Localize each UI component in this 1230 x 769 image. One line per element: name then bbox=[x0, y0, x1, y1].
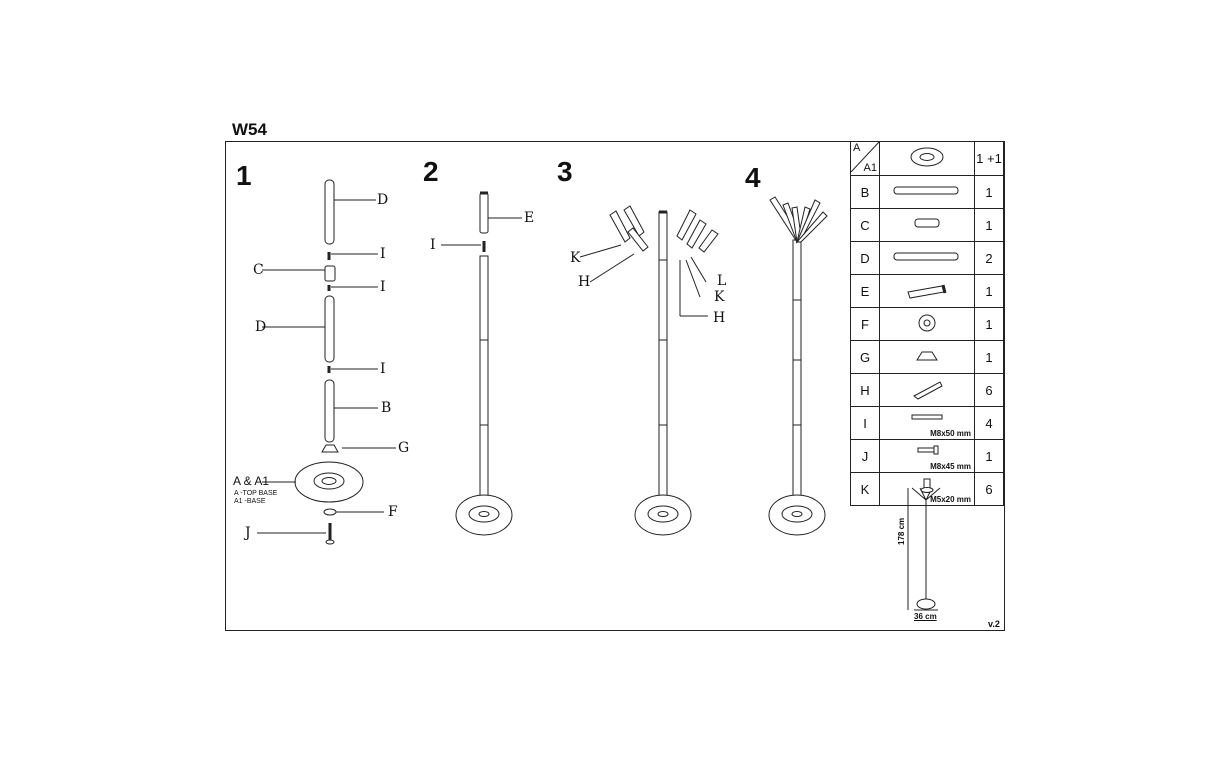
part-qty: 4 bbox=[974, 406, 1004, 440]
connector-icon bbox=[914, 218, 940, 228]
label-i-1: I bbox=[380, 246, 386, 262]
part-letter: G bbox=[850, 340, 880, 374]
bolt-icon bbox=[917, 445, 939, 455]
parts-row-b: B 1 bbox=[850, 175, 1004, 209]
foot-cap-icon bbox=[916, 351, 938, 361]
part-spec: M8x50 mm bbox=[930, 429, 971, 438]
part-letter: H bbox=[850, 373, 880, 407]
assembly-frame bbox=[225, 141, 1005, 631]
label-i-3: I bbox=[380, 361, 386, 377]
label-a-top-base: A -TOP BASE bbox=[234, 490, 278, 497]
label-a-a1: A & A1 bbox=[233, 474, 270, 488]
parts-table-header: A A1 1 +1 bbox=[850, 141, 1004, 176]
part-letter: D bbox=[850, 241, 880, 275]
label-f: F bbox=[388, 504, 398, 520]
step-number-3: 3 bbox=[557, 156, 573, 187]
label-g: G bbox=[398, 440, 410, 456]
label-d-mid: D bbox=[255, 319, 267, 335]
part-letter: C bbox=[850, 208, 880, 242]
tube-long-icon bbox=[893, 186, 959, 195]
part-qty: 1 bbox=[974, 175, 1004, 209]
part-e-image bbox=[879, 274, 975, 308]
part-spec: M5x20 mm bbox=[930, 495, 971, 504]
base-icon bbox=[910, 147, 944, 167]
part-i-image: M8x50 mm bbox=[879, 406, 975, 440]
part-a-image bbox=[879, 141, 975, 176]
label-k-right: K bbox=[714, 289, 725, 305]
step-number-2: 2 bbox=[423, 156, 439, 187]
label-h-right: H bbox=[713, 310, 726, 326]
part-letter: B bbox=[850, 175, 880, 209]
part-qty: 6 bbox=[974, 373, 1004, 407]
part-qty: 1 bbox=[974, 340, 1004, 374]
dimension-height: 178 cm bbox=[897, 517, 906, 545]
parts-table: A A1 1 +1 B 1 C 1 D 2 E 1 F 1 G 1 H bbox=[850, 141, 1004, 506]
part-letter: J bbox=[850, 439, 880, 473]
tube-long-icon bbox=[893, 252, 959, 261]
part-j-image: M8x45 mm bbox=[879, 439, 975, 473]
version-label: v.2 bbox=[988, 619, 1000, 629]
parts-row-d: D 2 bbox=[850, 241, 1004, 275]
label-a1-base: A1 -BASE bbox=[234, 498, 266, 505]
part-letter: I bbox=[850, 406, 880, 440]
label-i-2: I bbox=[380, 279, 386, 295]
part-letter: K bbox=[850, 472, 880, 506]
parts-row-c: C 1 bbox=[850, 208, 1004, 242]
label-h-left: H bbox=[578, 274, 591, 290]
part-h-image bbox=[879, 373, 975, 407]
part-qty: 6 bbox=[974, 472, 1004, 506]
step1-exploded-view bbox=[257, 179, 396, 545]
header-a1: A1 bbox=[863, 162, 877, 174]
label-e: E bbox=[524, 210, 535, 226]
part-k-image: M5x20 mm bbox=[879, 472, 975, 506]
part-spec: M8x45 mm bbox=[930, 462, 971, 471]
step3-view bbox=[579, 205, 719, 536]
part-b-image bbox=[879, 175, 975, 209]
step-number-4: 4 bbox=[745, 162, 761, 193]
part-d-image bbox=[879, 241, 975, 275]
header-qty: 1 +1 bbox=[974, 141, 1004, 176]
label-i-step2: I bbox=[430, 237, 436, 253]
top-piece-icon bbox=[907, 284, 947, 299]
part-c-image bbox=[879, 208, 975, 242]
label-d-top: D bbox=[377, 192, 389, 208]
diagram-title: W54 bbox=[232, 120, 267, 139]
threaded-rod-icon bbox=[911, 414, 943, 420]
label-k-left: K bbox=[570, 250, 581, 266]
washer-icon bbox=[918, 314, 936, 332]
part-qty: 1 bbox=[974, 208, 1004, 242]
step4-view bbox=[768, 196, 828, 536]
label-l: L bbox=[717, 273, 727, 289]
label-j: J bbox=[245, 525, 251, 541]
header-a: A bbox=[853, 142, 861, 154]
part-qty: 2 bbox=[974, 241, 1004, 275]
header-a-a1-cell: A A1 bbox=[850, 141, 880, 176]
label-c: C bbox=[253, 262, 264, 278]
parts-row-h: H 6 bbox=[850, 373, 1004, 407]
parts-row-i: I M8x50 mm 4 bbox=[850, 406, 1004, 440]
step2-view bbox=[441, 191, 522, 536]
parts-row-k: K M5x20 mm 6 bbox=[850, 472, 1004, 506]
parts-row-g: G 1 bbox=[850, 340, 1004, 374]
part-g-image bbox=[879, 340, 975, 374]
screw-icon bbox=[920, 478, 934, 493]
part-letter: F bbox=[850, 307, 880, 341]
dimension-sketch bbox=[907, 487, 941, 611]
parts-row-f: F 1 bbox=[850, 307, 1004, 341]
hook-arm-icon bbox=[913, 381, 943, 400]
parts-row-j: J M8x45 mm 1 bbox=[850, 439, 1004, 473]
part-f-image bbox=[879, 307, 975, 341]
part-qty: 1 bbox=[974, 274, 1004, 308]
label-b: B bbox=[381, 400, 392, 416]
step-number-1: 1 bbox=[236, 160, 252, 191]
part-letter: E bbox=[850, 274, 880, 308]
part-qty: 1 bbox=[974, 307, 1004, 341]
parts-row-e: E 1 bbox=[850, 274, 1004, 308]
part-qty: 1 bbox=[974, 439, 1004, 473]
dimension-width: 36 cm bbox=[914, 612, 937, 621]
diagonal-divider bbox=[851, 142, 879, 172]
